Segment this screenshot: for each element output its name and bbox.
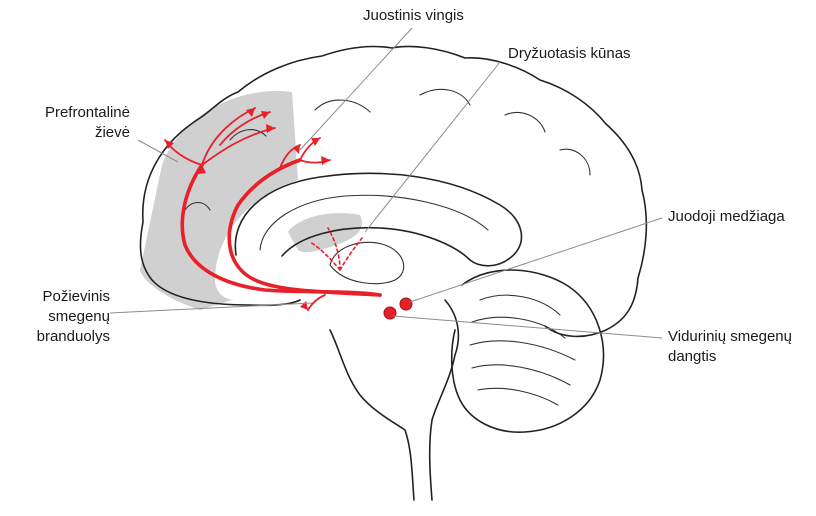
- leader-cingulate: [300, 28, 412, 150]
- source-nuclei: [384, 298, 412, 319]
- label-accumbens-line3: branduolys: [28, 327, 110, 347]
- arrowhead-8: [300, 301, 308, 310]
- label-vta-line2: dangtis: [668, 347, 792, 367]
- leader-striatum: [365, 62, 500, 232]
- label-striatum: Dryžuotasis kūnas: [508, 44, 631, 64]
- label-substantia-nigra: Juodoji medžiaga: [668, 207, 785, 227]
- label-vta: Vidurinių smegenų dangtis: [668, 327, 792, 367]
- label-cingulate: Juostinis vingis: [363, 6, 464, 26]
- pathway-accumbens: [308, 295, 325, 310]
- label-prefrontal: Prefrontalinė žievė: [6, 103, 130, 143]
- cerebellum-folia: [470, 295, 575, 405]
- label-vta-line1: Vidurinių smegenų: [668, 327, 792, 347]
- arrowhead-5: [311, 138, 320, 146]
- arrowhead-6: [321, 156, 330, 165]
- label-prefrontal-line1: Prefrontalinė: [6, 103, 130, 123]
- brainstem-outline: [330, 300, 458, 500]
- label-prefrontal-line2: žievė: [6, 123, 130, 143]
- vta-nucleus: [384, 307, 396, 319]
- label-accumbens-line1: Požievinis: [28, 287, 110, 307]
- leader-substantia-nigra: [410, 218, 662, 302]
- label-accumbens: Požievinis smegenų branduolys: [28, 287, 110, 347]
- substantia-nigra-nucleus: [400, 298, 412, 310]
- label-accumbens-line2: smegenų: [28, 307, 110, 327]
- thalamus-outline: [330, 242, 404, 283]
- cerebellum-outline: [452, 270, 604, 432]
